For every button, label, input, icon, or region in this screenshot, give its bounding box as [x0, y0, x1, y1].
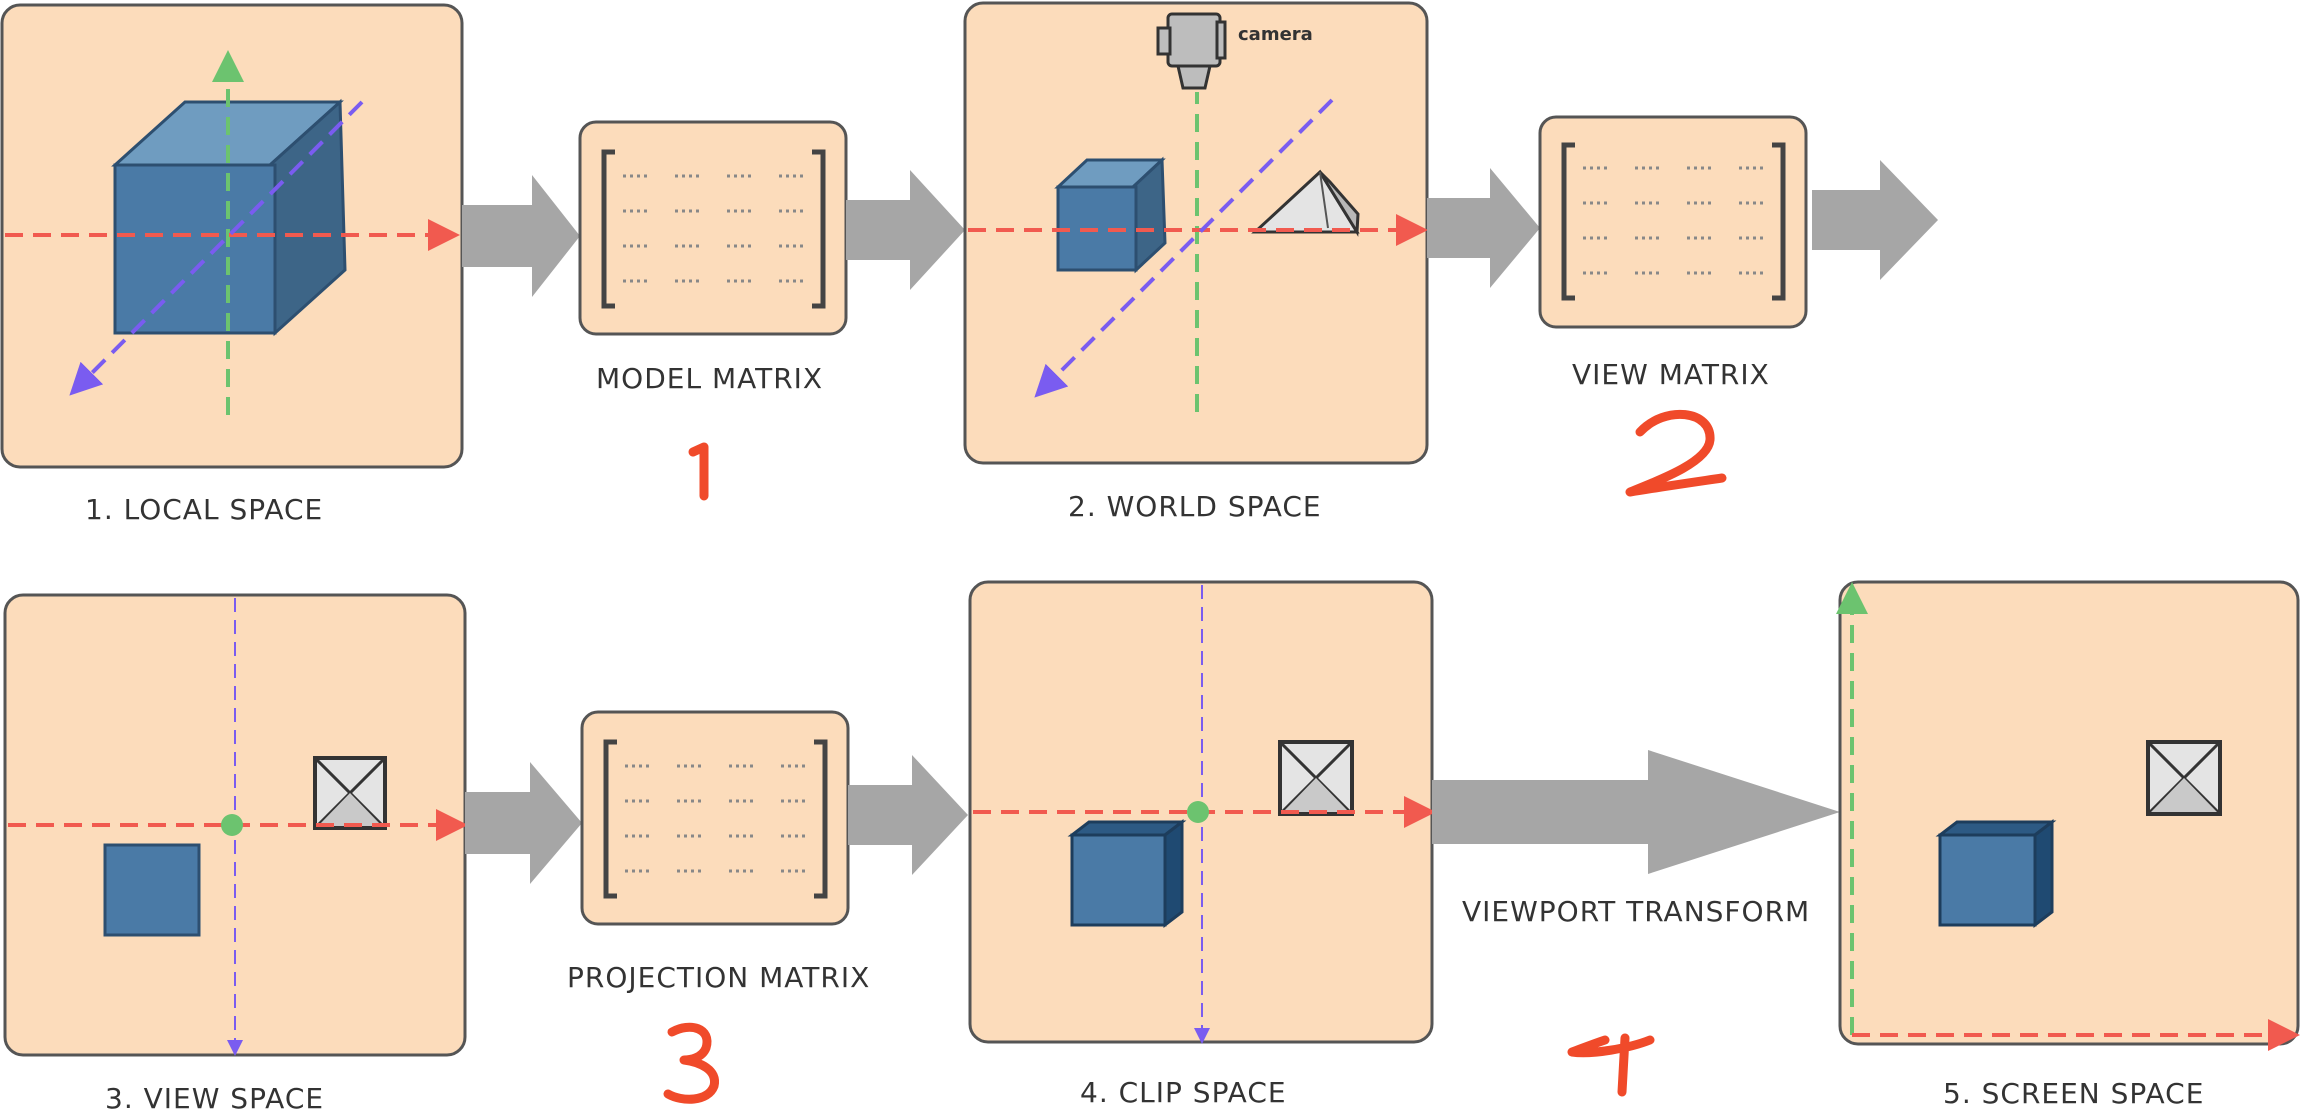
view-space-label: 3. VIEW SPACE	[105, 1082, 324, 1115]
clip-space-label: 4. CLIP SPACE	[1080, 1076, 1287, 1109]
model-matrix-label: MODEL MATRIX	[596, 362, 823, 395]
clip-space-panel	[968, 580, 1436, 1044]
flow-arrow	[1427, 168, 1540, 288]
cube-icon	[1067, 818, 1187, 929]
flow-arrow	[462, 175, 580, 297]
screen-space-label: 5. SCREEN SPACE	[1943, 1077, 2204, 1110]
view-matrix-label: VIEW MATRIX	[1572, 358, 1770, 391]
flow-arrow	[1812, 160, 1938, 280]
handwritten-number-1	[688, 442, 709, 501]
handwritten-number-2	[1625, 409, 1727, 497]
camera-icon	[1156, 12, 1227, 90]
local-space-panel	[0, 3, 464, 469]
view-space-panel	[3, 593, 468, 1057]
local-space-label: 1. LOCAL SPACE	[85, 493, 323, 526]
viewport-transform-label: VIEWPORT TRANSFORM	[1462, 895, 1810, 928]
crossed-box-icon	[2146, 740, 2222, 816]
flow-arrow	[848, 755, 968, 875]
screen-space-panel	[1836, 580, 2300, 1051]
handwritten-number-4	[1567, 1033, 1655, 1097]
flow-arrow	[1432, 750, 1840, 874]
cube-icon	[1054, 156, 1167, 274]
model-matrix-box	[578, 120, 848, 336]
crossed-box-icon	[1278, 740, 1354, 816]
cube-icon	[1935, 818, 2057, 929]
view-matrix-box	[1538, 115, 1808, 329]
camera-label: camera	[1238, 24, 1313, 45]
crossed-box-icon	[313, 756, 387, 830]
cube-icon	[103, 843, 201, 937]
world-space-panel: camera	[963, 1, 1429, 465]
flow-arrow	[846, 170, 965, 290]
handwritten-number-3	[663, 1022, 719, 1104]
projection-matrix-label: PROJECTION MATRIX	[567, 961, 870, 994]
projection-matrix-box	[580, 710, 850, 926]
world-space-label: 2. WORLD SPACE	[1068, 490, 1322, 523]
flow-arrow	[465, 762, 582, 884]
